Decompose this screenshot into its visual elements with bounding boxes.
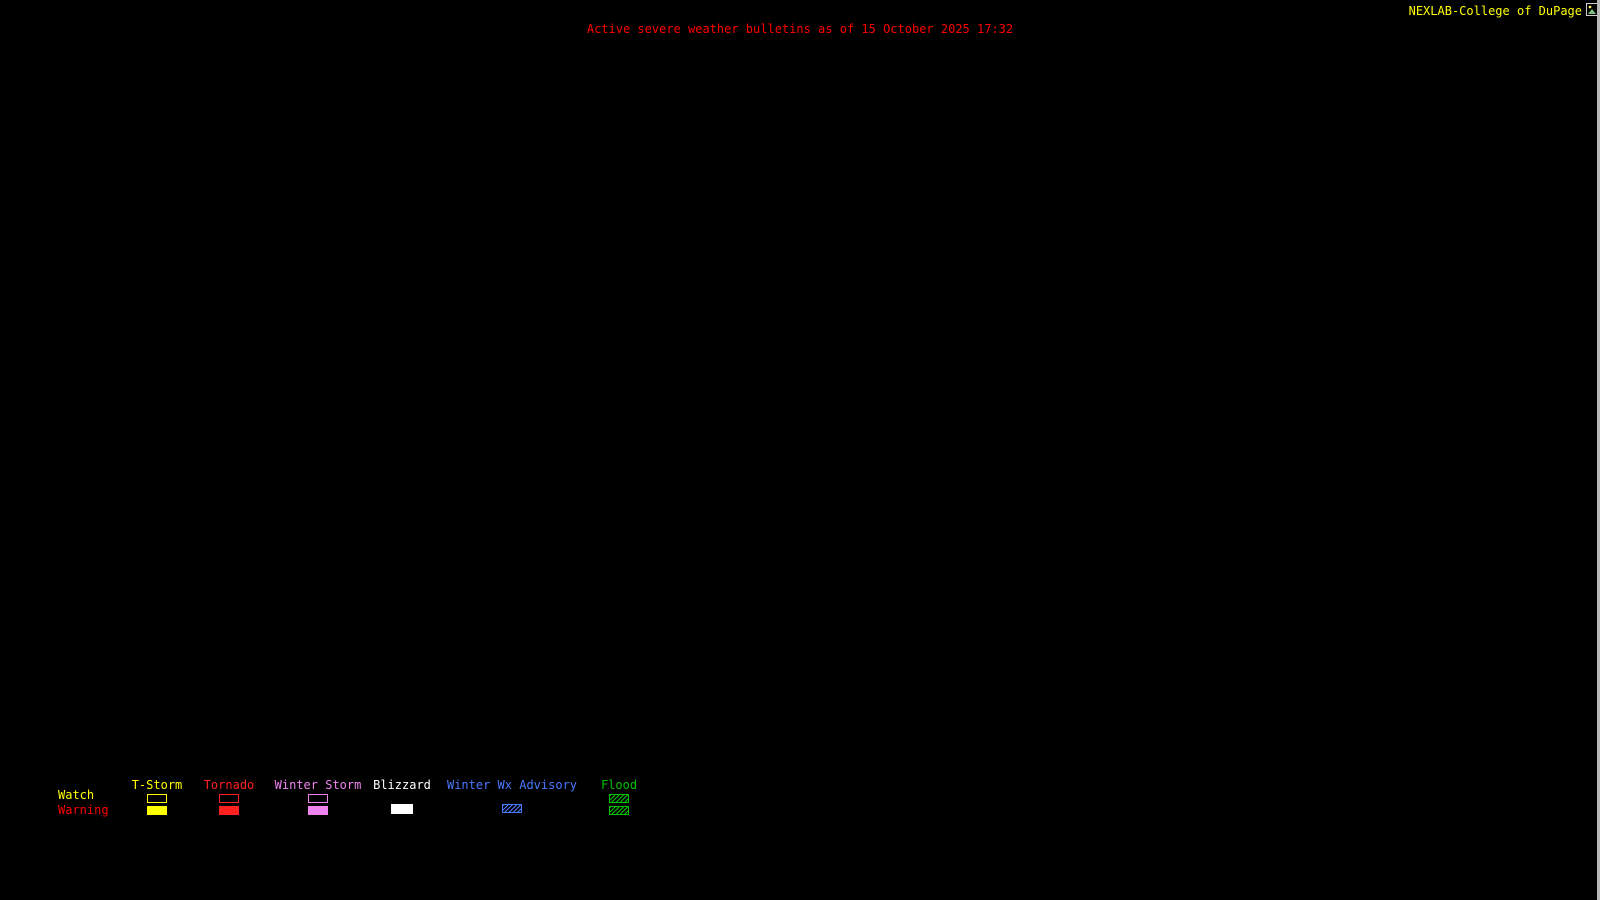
tstorm-warning-swatch	[147, 806, 167, 815]
tstorm-watch-swatch	[147, 794, 167, 803]
legend-row-label-warning: Warning	[58, 803, 109, 817]
legend-column-tornado: Tornado	[193, 778, 265, 818]
tornado-watch-swatch	[219, 794, 239, 803]
legend-column-flood: Flood	[588, 778, 650, 818]
legend-column-winter-storm: Winter Storm	[270, 778, 366, 818]
legend-column-tstorm: T-Storm	[118, 778, 196, 818]
blizzard-warning-swatch	[391, 804, 413, 814]
brand-label: NEXLAB-College of DuPage	[1408, 4, 1582, 18]
legend-column-label-tornado: Tornado	[203, 778, 255, 792]
legend-column-label-flood: Flood	[600, 778, 638, 792]
flood-warning-swatch	[609, 806, 629, 815]
winter-wx-advisory-warning-swatch	[502, 804, 522, 813]
tornado-warning-swatch	[219, 806, 239, 815]
legend-column-label-winter-wx-advisory: Winter Wx Advisory	[446, 778, 578, 792]
legend-column-label-tstorm: T-Storm	[131, 778, 183, 792]
page-title: Active severe weather bulletins as of 15…	[586, 22, 1014, 36]
brand: NEXLAB-College of DuPage	[1409, 4, 1582, 18]
legend: Watch Warning T-Storm Tornado Winter Sto…	[0, 778, 800, 820]
legend-column-label-winter-storm: Winter Storm	[274, 778, 362, 792]
winter-storm-warning-swatch	[308, 806, 328, 815]
legend-column-label-blizzard: Blizzard	[373, 778, 431, 792]
legend-column-winter-wx-advisory: Winter Wx Advisory	[445, 778, 579, 816]
flood-watch-swatch	[609, 794, 629, 803]
winter-storm-watch-swatch	[308, 794, 328, 803]
scrollbar[interactable]	[1597, 0, 1600, 900]
legend-row-label-watch: Watch	[58, 788, 95, 802]
legend-column-blizzard: Blizzard	[366, 778, 438, 817]
